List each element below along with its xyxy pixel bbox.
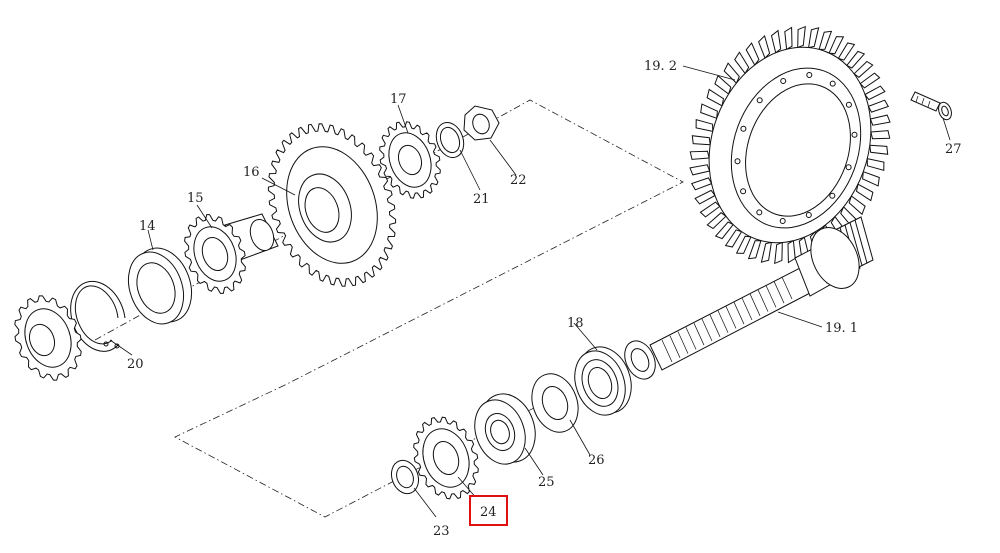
label-19-2[interactable]: 19. 2 [644,59,677,74]
gear-17[interactable] [379,121,441,199]
label-21[interactable]: 21 [473,192,490,207]
gear-24[interactable] [413,416,479,500]
label-18[interactable]: 18 [567,316,584,331]
leader-lines [109,65,951,518]
label-27[interactable]: 27 [945,142,962,157]
selected-part-highlight[interactable]: 24 [469,495,508,526]
label-23[interactable]: 23 [433,524,450,539]
label-24[interactable]: 24 [480,505,497,520]
assembly-outline-lower [174,384,554,518]
label-19-1[interactable]: 19. 1 [825,321,858,336]
bolt-27[interactable] [910,91,954,122]
hub-15[interactable] [184,213,279,294]
label-16[interactable]: 16 [243,165,260,180]
nut-22[interactable] [463,105,500,141]
pinion-shaft-19-1[interactable] [619,216,874,384]
label-20[interactable]: 20 [127,357,144,372]
label-15[interactable]: 15 [187,191,204,206]
label-14[interactable]: 14 [139,219,156,234]
ring-21[interactable] [432,119,469,162]
label-26[interactable]: 26 [588,453,605,468]
label-22[interactable]: 22 [510,173,527,188]
ring-gear-19-2[interactable] [683,24,898,265]
bearing-25[interactable] [466,386,544,471]
gear-left-partial[interactable] [14,295,82,381]
label-25[interactable]: 25 [538,475,555,490]
bearing-18[interactable] [566,339,640,422]
snap-ring-23[interactable] [387,457,423,498]
ring-14[interactable] [119,240,201,332]
washer-26[interactable] [524,367,586,438]
label-17[interactable]: 17 [390,92,407,107]
gear-16[interactable] [267,123,397,287]
part-labels: 19. 2 27 19. 1 18 26 25 23 22 21 17 16 1… [127,59,962,539]
